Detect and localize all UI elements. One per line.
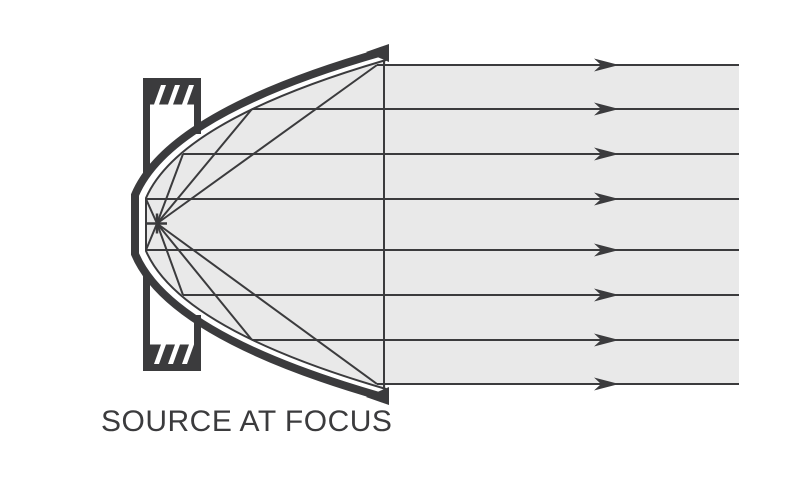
housing-bottom-hatch <box>150 344 194 364</box>
ray-arrowhead <box>594 147 619 161</box>
reflector-rim-tip-bottom <box>366 387 389 405</box>
housing-bottom-left-wall <box>143 273 150 371</box>
hatch-gap <box>182 344 194 364</box>
ray-arrowhead <box>594 102 619 116</box>
housing-bottom-right-wall <box>194 315 201 371</box>
reflector-interior-fill <box>146 60 386 389</box>
beam-region <box>146 60 739 389</box>
incident-ray <box>156 223 184 296</box>
incident-ray <box>145 198 158 224</box>
ray-arrowhead <box>594 288 619 302</box>
diagram-caption: SOURCE AT FOCUS <box>101 405 392 438</box>
housing-bottom-cap <box>143 364 201 371</box>
hatch-gap <box>154 344 166 364</box>
hatch-gap <box>182 85 194 105</box>
reflector-rim-tip-top <box>366 44 389 62</box>
reflector-wall <box>131 44 389 405</box>
incident-ray <box>156 222 253 341</box>
housing-top-cap <box>143 78 201 85</box>
reflector-wall-band <box>131 47 388 402</box>
ray-arrowhead <box>594 333 619 347</box>
incident-ray <box>156 222 378 385</box>
incident-ray <box>156 153 184 224</box>
incident-ray <box>156 64 378 225</box>
focus-marker <box>147 213 167 234</box>
rays-layer <box>145 58 739 391</box>
incident-ray <box>156 108 253 225</box>
housing-top-left-wall <box>143 78 150 176</box>
incident-ray <box>145 223 158 251</box>
hatch-gap <box>168 85 180 105</box>
reflector-inner-surface <box>145 59 387 390</box>
ray-arrowhead <box>594 377 619 391</box>
housing-top-right-wall <box>194 78 201 134</box>
collimated-beam-fill <box>384 65 739 384</box>
hatch-gap <box>154 85 166 105</box>
lamp-housing-top <box>143 78 201 176</box>
ray-arrowhead <box>594 192 619 206</box>
lamp-housing-bottom <box>143 273 201 371</box>
hatch-gap <box>168 344 180 364</box>
housing-top-hatch <box>150 85 194 105</box>
ray-arrowhead <box>594 243 619 257</box>
ray-arrowhead <box>594 58 619 72</box>
